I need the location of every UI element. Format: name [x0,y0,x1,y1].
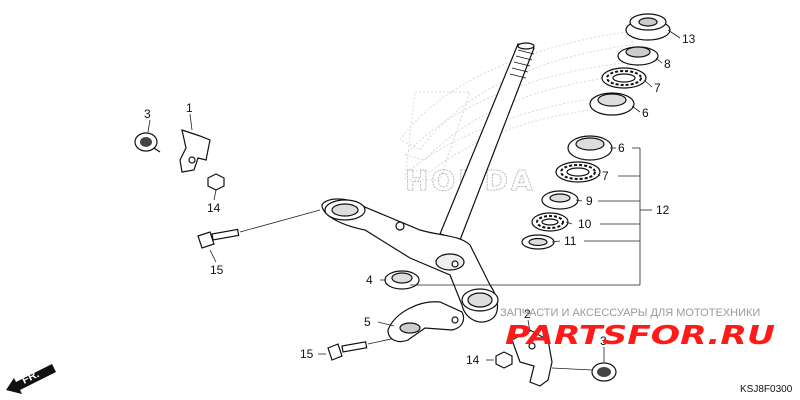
part-11-seal [521,234,555,250]
label-5: 5 [364,315,371,329]
bottom-bridge [321,198,499,323]
part-4-seal [384,270,420,290]
label-4: 4 [366,273,373,287]
watermark-logo: PARTSFOR.RU [505,321,775,351]
watermark-caption: ЗАПЧАСТИ И АКСЕССУАРЫ ДЛЯ МОТОТЕХНИКИ [500,307,760,319]
front-direction-label: FR. [20,368,41,387]
label-11: 11 [564,234,577,248]
label-3-lower: 3 [600,334,607,348]
part-3-grommet-upper [134,132,161,153]
label-15-lower: 15 [300,347,314,361]
diagram-code: KSJ8F0300 [740,384,793,395]
part-6-race-upper [589,92,635,116]
label-14-upper: 14 [207,201,221,215]
part-7-bearing-upper [601,67,647,89]
part-3-grommet-lower [551,362,617,382]
part-10-bearing [531,212,569,232]
part-15-bolt-upper [197,209,321,249]
part-1-bracket [179,129,211,173]
label-6-lower: 6 [618,141,625,155]
label-9: 9 [586,194,593,208]
label-1: 1 [186,101,193,115]
label-7-upper: 7 [654,81,661,95]
label-15-upper: 15 [210,263,224,277]
part-14-nut-upper [207,173,225,191]
label-8: 8 [664,57,671,71]
part-14-nut-lower [495,351,513,369]
label-7-lower: 7 [602,169,609,183]
label-13: 13 [682,32,696,46]
part-6-race-lower [567,135,613,161]
front-direction-arrow: FR. [6,364,56,394]
label-10: 10 [578,217,592,231]
part-5-clamp [387,301,465,343]
part-9-race [541,190,579,210]
part-13-nut [625,13,671,41]
part-15-bolt-lower [327,335,406,361]
label-14-lower: 14 [466,353,480,367]
steering-stem-shaft [439,42,535,241]
callout-leaders [147,29,681,362]
part-labels: 13 8 7 6 6 7 9 10 11 12 3 1 14 15 4 5 15… [144,32,696,367]
label-12: 12 [656,203,670,217]
part-2-bracket [511,329,553,387]
part-8-dust-seal [617,46,659,66]
label-6-upper: 6 [642,106,649,120]
part-7-bearing-lower [555,161,601,183]
label-2: 2 [524,307,531,321]
label-3-upper: 3 [144,107,151,121]
